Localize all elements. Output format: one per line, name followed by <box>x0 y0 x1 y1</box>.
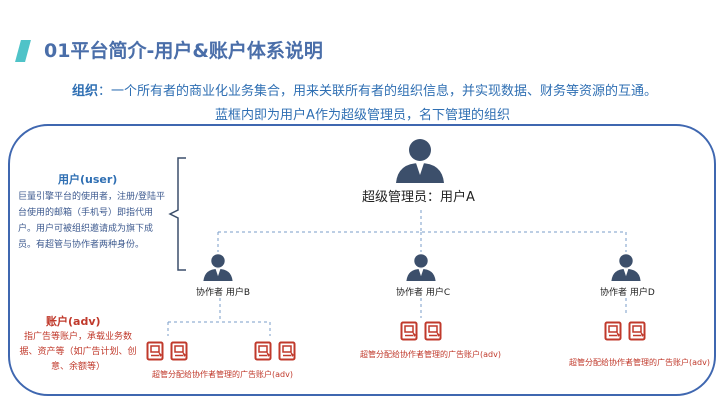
ad-account-icon <box>604 321 622 341</box>
org-label: 组织 <box>72 84 99 99</box>
user-bracket <box>168 157 186 271</box>
user-section-title: 用户(user) <box>58 173 118 186</box>
user-section-desc: 巨量引擎平台的使用者，注册/登陆平台使用的邮箱（手机号）即指代用户。用户可被组织… <box>18 192 166 250</box>
hierarchy-lines <box>167 210 627 336</box>
org-text: ：一个所有者的商业化业务集合，用来关联所有者的组织信息，并实现数据、财务等资源的… <box>98 84 658 99</box>
ad-account-icon <box>628 321 646 341</box>
ad-account-icon <box>278 341 296 361</box>
collaborator-label-b: 协作者 用户B <box>196 288 251 298</box>
org-definition: 组织：一个所有者的商业化业务集合，用来关联所有者的组织信息，并实现数据、财务等资… <box>72 80 657 99</box>
adv-section-desc: 指广告等账户，承载业务数据、资产等（如广告计划、创意、余额等） <box>19 332 137 372</box>
super-admin-label: 超级管理员：用户A <box>362 190 475 205</box>
collaborator-label-c: 协作者 用户C <box>396 288 451 298</box>
page-title: 01平台简介-用户&账户体系说明 <box>44 40 323 62</box>
person-icon <box>396 139 444 183</box>
ad-account-icon <box>254 341 272 361</box>
ad-account-icon <box>146 341 164 361</box>
adv-section-title: 账户(adv) <box>46 315 101 328</box>
ad-account-icon <box>170 341 188 361</box>
person-icon <box>406 254 436 281</box>
person-icon <box>611 254 641 281</box>
account-label-d: 超管分配给协作者管理的广告账户(adv) <box>569 358 710 367</box>
ad-account-icon <box>400 321 418 341</box>
organization-frame <box>8 124 716 396</box>
ad-account-icon <box>424 321 442 341</box>
account-label-b: 超管分配给协作者管理的广告账户(adv) <box>152 370 293 379</box>
person-icon <box>203 254 233 281</box>
account-label-c: 超管分配给协作者管理的广告账户(adv) <box>360 350 501 359</box>
frame-note: 蓝框内即为用户A作为超级管理员，名下管理的组织 <box>215 108 510 123</box>
collaborator-label-d: 协作者 用户D <box>600 288 655 298</box>
